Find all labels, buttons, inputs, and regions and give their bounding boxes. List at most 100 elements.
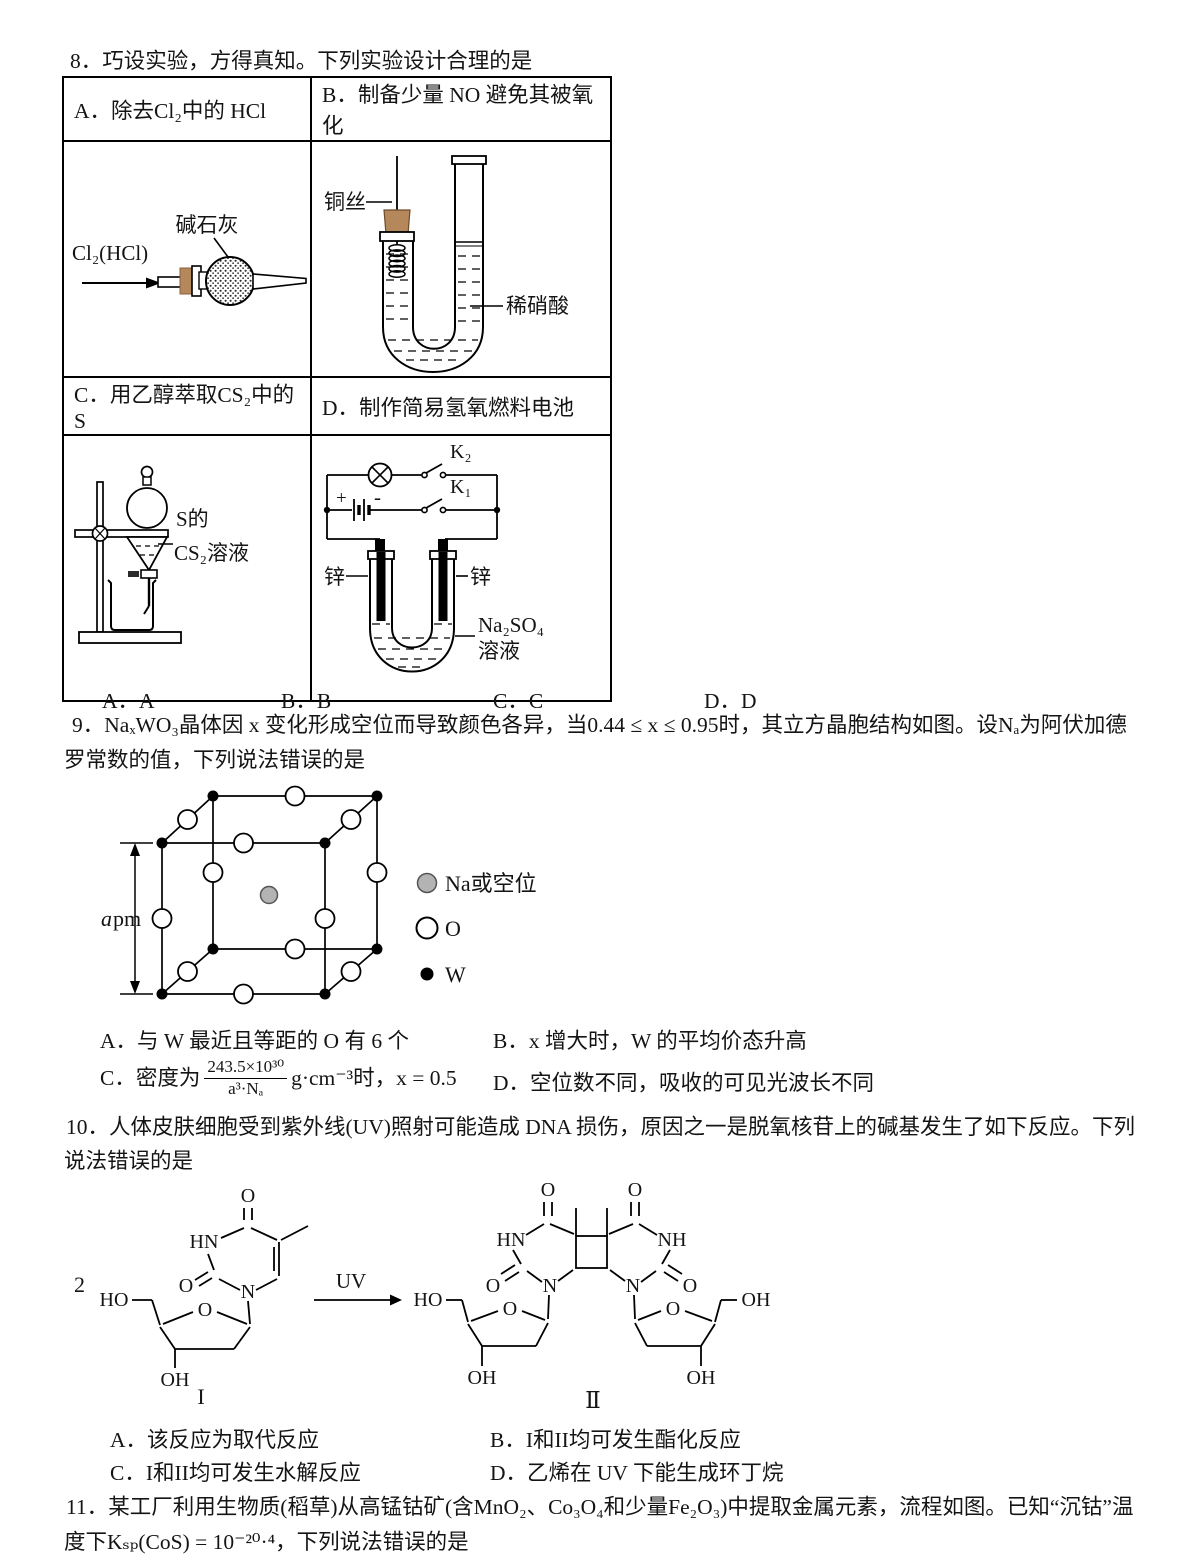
q10-option-d: D．乙烯在 UV 下能生成环丁烷 xyxy=(490,1461,784,1485)
q11-stem-line2: 度下Kₛₚ(CoS) = 10⁻²⁰·⁴，下列说法错误的是 xyxy=(64,1530,469,1554)
k2-label: K₂ xyxy=(450,441,471,463)
fuel-cell-diagram: K₂ + - K₁ xyxy=(323,441,544,673)
q11-stem-line1: 11．某工厂利用生物质(稻草)从高锰钴矿(含MnO₂、Co₃O₄和少量Fe₂O₃… xyxy=(66,1495,1134,1519)
unit-cell-figure: a pm Na或空位 O W xyxy=(95,776,595,1026)
q8-option-a-label: A．除去Cl₂中的 HCl xyxy=(62,76,312,142)
cork-collar xyxy=(179,267,193,295)
u-tube-inner xyxy=(391,627,433,649)
answer-option-c: C．C xyxy=(493,689,544,713)
drying-tube-diagram: 碱石灰 Cl₂(HCl) xyxy=(72,213,307,306)
q10-option-c: C．I和II均可发生水解反应 xyxy=(110,1461,361,1485)
zinc-right-label: 锌 xyxy=(470,565,491,589)
q8-diagram-d-cell: K₂ + - K₁ xyxy=(310,434,612,702)
u-tube-inner xyxy=(412,326,456,350)
q8-stem: 8．巧设实验，方得真知。下列实验设计合理的是 xyxy=(70,49,533,73)
q9-option-c: C．密度为 243.5×10³⁰ a³·Nₐ g·cm⁻³时，x = 0.5 xyxy=(100,1056,457,1102)
stand-base xyxy=(78,631,182,644)
structure-i-figure: O HN O N O HO OH 2 UV I xyxy=(58,1178,403,1410)
clamp-bar xyxy=(74,529,169,538)
q8-option-d-label: D．制作简易氢氧燃料电池 xyxy=(310,376,612,436)
s2-hn-left-label: HN xyxy=(497,1229,526,1251)
q9-option-c-prefix: C．密度为 xyxy=(100,1066,201,1091)
s2-o-top-left-label: O xyxy=(541,1179,555,1201)
legend-w-label: W xyxy=(445,962,466,987)
structure-ii-figure: O O HN NH O O N N O O HO OH OH OH Ⅱ xyxy=(398,1178,818,1413)
s2-o-right-label: O xyxy=(683,1275,697,1297)
copper-coil xyxy=(388,243,406,279)
s2-n-right-label: N xyxy=(626,1275,640,1297)
q9-option-a: A．与 W 最近且等距的 O 有 6 个 xyxy=(100,1029,409,1053)
zinc-left-label: 锌 xyxy=(324,565,345,589)
zinc-electrode-right xyxy=(438,552,448,621)
stopcock-handle xyxy=(128,571,139,577)
gas-inlet-label: Cl₂(HCl) xyxy=(72,241,148,265)
funnel-cone xyxy=(125,536,169,572)
q10-option-b: B．I和II均可发生酯化反应 xyxy=(490,1428,741,1452)
s2-o-top-right-label: O xyxy=(628,1179,642,1201)
s2-oh-top-right-label: OH xyxy=(742,1289,771,1311)
s2-ring-o-right-label: O xyxy=(666,1298,680,1320)
battery-plus-label: + xyxy=(336,488,347,509)
legend: Na或空位 O W xyxy=(415,871,537,987)
uv-arrow-label: UV xyxy=(336,1269,366,1293)
q10-option-a: A．该反应为取代反应 xyxy=(110,1428,320,1452)
dimension-a-label: a xyxy=(101,906,112,931)
s2-nh-right-label: NH xyxy=(658,1229,687,1251)
tungsten-atoms xyxy=(156,790,383,1000)
electrolyte-label-line1: Na₂SO₄ xyxy=(478,613,544,637)
legend-na-label: Na或空位 xyxy=(445,871,537,896)
na-or-vacancy-atom xyxy=(259,885,279,905)
legend-o-icon xyxy=(415,916,439,940)
solution-label-line2: CS₂溶液 xyxy=(174,541,249,565)
s1-hn-label: HN xyxy=(190,1231,219,1253)
s2-oh-bottom-right-label: OH xyxy=(687,1367,716,1389)
structure-ii-label: Ⅱ xyxy=(585,1388,601,1413)
oxygen-atoms xyxy=(151,785,388,1005)
s1-ring-o-label: O xyxy=(198,1299,212,1321)
answer-option-b: B．B xyxy=(281,689,332,713)
q9-stem-line2: 罗常数的值，下列说法错误的是 xyxy=(64,748,366,772)
no-preparation-diagram: 铜丝 xyxy=(324,155,569,373)
s2-o-left-label: O xyxy=(486,1275,500,1297)
extraction-diagram: S的 CS₂溶液 xyxy=(74,465,249,644)
dimension-unit-label: pm xyxy=(113,906,141,931)
funnel-stopper xyxy=(140,465,154,479)
drying-bulb xyxy=(205,256,255,306)
q8-option-b-label: B．制备少量 NO 避免其被氧化 xyxy=(310,76,612,142)
dimension-arrow xyxy=(120,842,153,995)
s2-ho-left-label: HO xyxy=(414,1289,443,1311)
q8-experiment-table: A．除去Cl₂中的 HCl B．制备少量 NO 避免其被氧化 碱石灰 Cl₂(H… xyxy=(62,76,612,702)
q8-diagram-b-cell: 铜丝 xyxy=(310,140,612,378)
switch-k1 xyxy=(421,498,447,514)
answer-option-a: A．A xyxy=(102,689,155,713)
k1-label: K₁ xyxy=(450,476,471,498)
fraction-numerator: 243.5×10³⁰ xyxy=(204,1057,288,1079)
stopcock xyxy=(140,569,158,579)
q8-diagram-a-cell: 碱石灰 Cl₂(HCl) xyxy=(62,140,312,378)
fraction-denominator: a³·Nₐ xyxy=(228,1078,264,1098)
s1-oh-label: OH xyxy=(161,1369,190,1391)
reaction-coefficient: 2 xyxy=(74,1272,85,1297)
drying-agent-label: 碱石灰 xyxy=(176,213,239,237)
structure-i-label: I xyxy=(197,1384,204,1409)
structure-i-bonds xyxy=(132,1208,309,1368)
nitric-acid-label: 稀硝酸 xyxy=(506,294,569,318)
answer-option-d: D．D xyxy=(704,689,757,713)
legend-na-icon xyxy=(416,872,438,894)
beaker xyxy=(107,579,157,631)
q8-option-c-label: C．用乙醇萃取CS₂中的 S xyxy=(62,376,312,436)
electrolyte-label-line2: 溶液 xyxy=(478,639,520,663)
s1-o-left-label: O xyxy=(179,1275,193,1297)
rubber-stopper xyxy=(383,209,411,235)
q8-answer-row: A．A B．B C．C D．D xyxy=(0,686,1190,716)
q8-diagram-c-cell: S的 CS₂溶液 xyxy=(62,434,312,702)
outlet-nozzle xyxy=(252,273,307,290)
q10-stem-line1: 10．人体皮肤细胞受到紫外线(UV)照射可能造成 DNA 损伤，原因之一是脱氧核… xyxy=(66,1115,1136,1139)
q9-option-c-suffix: g·cm⁻³时，x = 0.5 xyxy=(291,1066,457,1091)
zinc-electrode-left xyxy=(376,552,386,621)
s2-oh-bottom-left-label: OH xyxy=(468,1367,497,1389)
q10-stem-line2: 说法错误的是 xyxy=(64,1149,194,1173)
liquid-hatch xyxy=(386,253,480,361)
battery-minus-label: - xyxy=(374,485,381,509)
